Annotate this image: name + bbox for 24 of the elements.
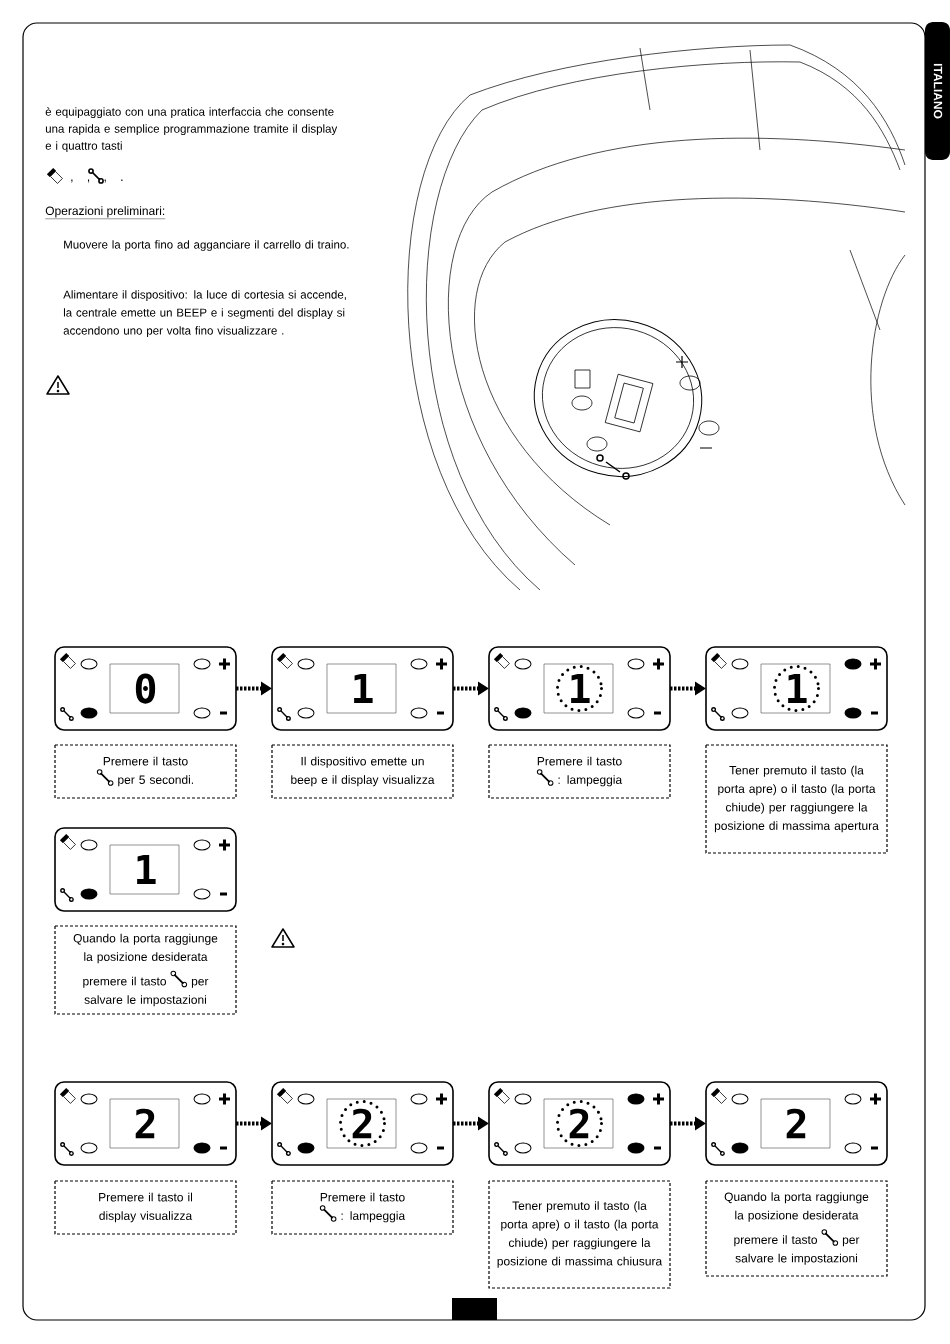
control-panel: 1: [271, 646, 454, 731]
caption-box: Tener premuto il tasto (la porta apre) o il tasto (la porta chiude) per raggiungere la posizione di massima chiusura: [488, 1180, 671, 1289]
section-heading: Operazioni preliminari:: [45, 206, 166, 219]
control-panel: 1: [54, 827, 237, 912]
caption-box: Quando la porta raggiunge la posizione desiderata premere il tasto per salvare le impostazioni: [705, 1180, 888, 1277]
caption-box: Premere il tasto : lampeggia: [271, 1180, 454, 1235]
control-panel: 0: [54, 646, 237, 731]
language-tab: ITALIANO: [925, 22, 950, 160]
caption-box: Premere il tasto : lampeggia: [488, 744, 671, 799]
caption-box: Premere il tasto il display visualizza: [54, 1180, 237, 1235]
instruction-text: Muovere la porta fino ad agganciare il carrello di traino.: [64, 240, 349, 251]
intro-text: è equipaggiato con una pratica interfaccia che consente una rapida e semplice programmazione tramite il display e i quattro tasti: [45, 107, 338, 153]
caption-box: Premere il tasto per 5 secondi.: [54, 744, 237, 799]
control-panel: 1: [705, 646, 888, 731]
caption-box: Il dispositivo emette un beep e il display visualizza: [271, 744, 454, 799]
control-panel: 2: [54, 1081, 237, 1166]
control-panel: 2: [271, 1081, 454, 1166]
control-panel: 2: [488, 1081, 671, 1166]
control-panel: 2: [705, 1081, 888, 1166]
punctuation-text: , , , .: [71, 179, 123, 183]
instruction-text: Alimentare il dispositivo: la luce di cortesia si accende, la centrale emette un BEEP e i segmenti del display si accendono uno per volta fino visualizzare .: [63, 290, 346, 337]
caption-box: Quando la porta raggiunge la posizione desiderata premere il tasto per salvare le impostazioni: [54, 925, 237, 1015]
control-panel: 1: [488, 646, 671, 731]
caption-box: Tener premuto il tasto (la porta apre) o il tasto (la porta chiude) per raggiungere la posizione di massima apertura: [705, 744, 888, 854]
